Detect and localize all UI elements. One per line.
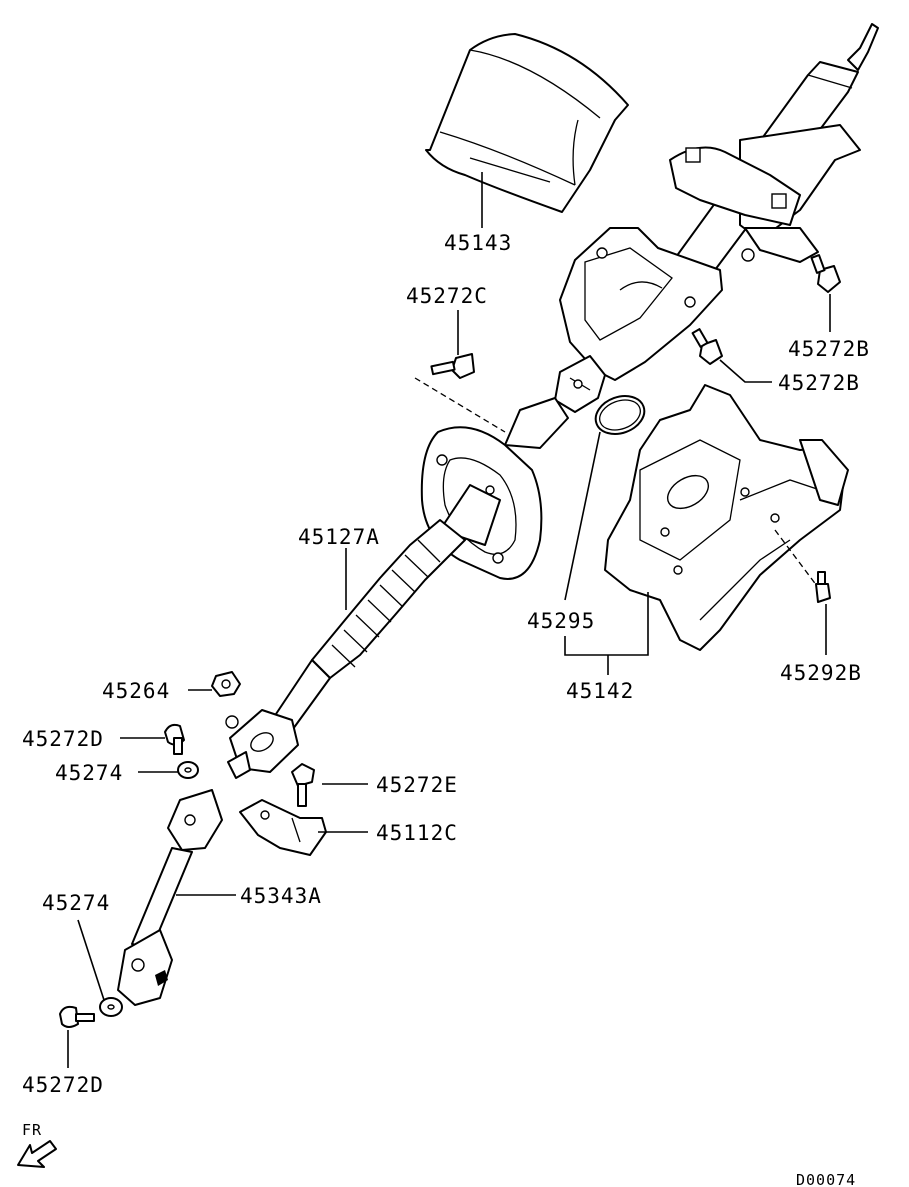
part-label-45295: 45295 [527, 609, 595, 633]
part-label-45272b-upper: 45272B [788, 337, 870, 361]
washer-45274-lower[interactable] [99, 997, 123, 1017]
part-label-45272c: 45272C [406, 284, 488, 308]
part-label-45143: 45143 [444, 231, 512, 255]
bolt-45272c[interactable] [430, 353, 475, 379]
bolt-45272b-lower[interactable] [691, 328, 723, 365]
part-label-45343a: 45343A [240, 884, 322, 908]
tilt-bracket-housing[interactable] [559, 227, 723, 381]
bolt-45292b[interactable] [815, 571, 831, 603]
bolt-45272d-lower[interactable] [59, 1005, 95, 1028]
part-label-45127a: 45127A [298, 525, 380, 549]
shaft-flange-coupling[interactable] [225, 709, 299, 779]
nut-45264[interactable] [211, 671, 241, 697]
part-label-45142: 45142 [566, 679, 634, 703]
part-label-45272d-upper: 45272D [22, 727, 104, 751]
front-direction-label: FR [22, 1121, 42, 1139]
part-label-45112c: 45112C [376, 821, 458, 845]
part-label-45272e: 45272E [376, 773, 458, 797]
bolt-45272e[interactable] [291, 763, 315, 807]
washer-45274-upper[interactable] [177, 761, 199, 779]
part-label-45272d-lower: 45272D [22, 1073, 104, 1097]
upper-universal-joint[interactable] [504, 355, 606, 449]
intermediate-shaft-bellows[interactable] [267, 519, 466, 741]
diagram-code: D00074 [796, 1171, 856, 1187]
part-label-45292b: 45292B [780, 661, 862, 685]
part-label-45274-upper: 45274 [55, 761, 123, 785]
column-cover-upper[interactable] [425, 33, 629, 213]
column-lower-bracket[interactable] [604, 384, 849, 651]
lower-intermediate-shaft[interactable] [117, 789, 223, 1006]
bolt-45272d-upper[interactable] [164, 723, 185, 755]
upper-steering-shaft[interactable] [667, 23, 879, 291]
lower-shaft-bracket[interactable] [239, 799, 327, 856]
bolt-45272b-upper[interactable] [810, 254, 841, 293]
part-label-45272b-lower: 45272B [778, 371, 860, 395]
part-label-45274-lower: 45274 [42, 891, 110, 915]
front-direction-arrow-icon [17, 1140, 57, 1168]
part-label-45264: 45264 [102, 679, 170, 703]
